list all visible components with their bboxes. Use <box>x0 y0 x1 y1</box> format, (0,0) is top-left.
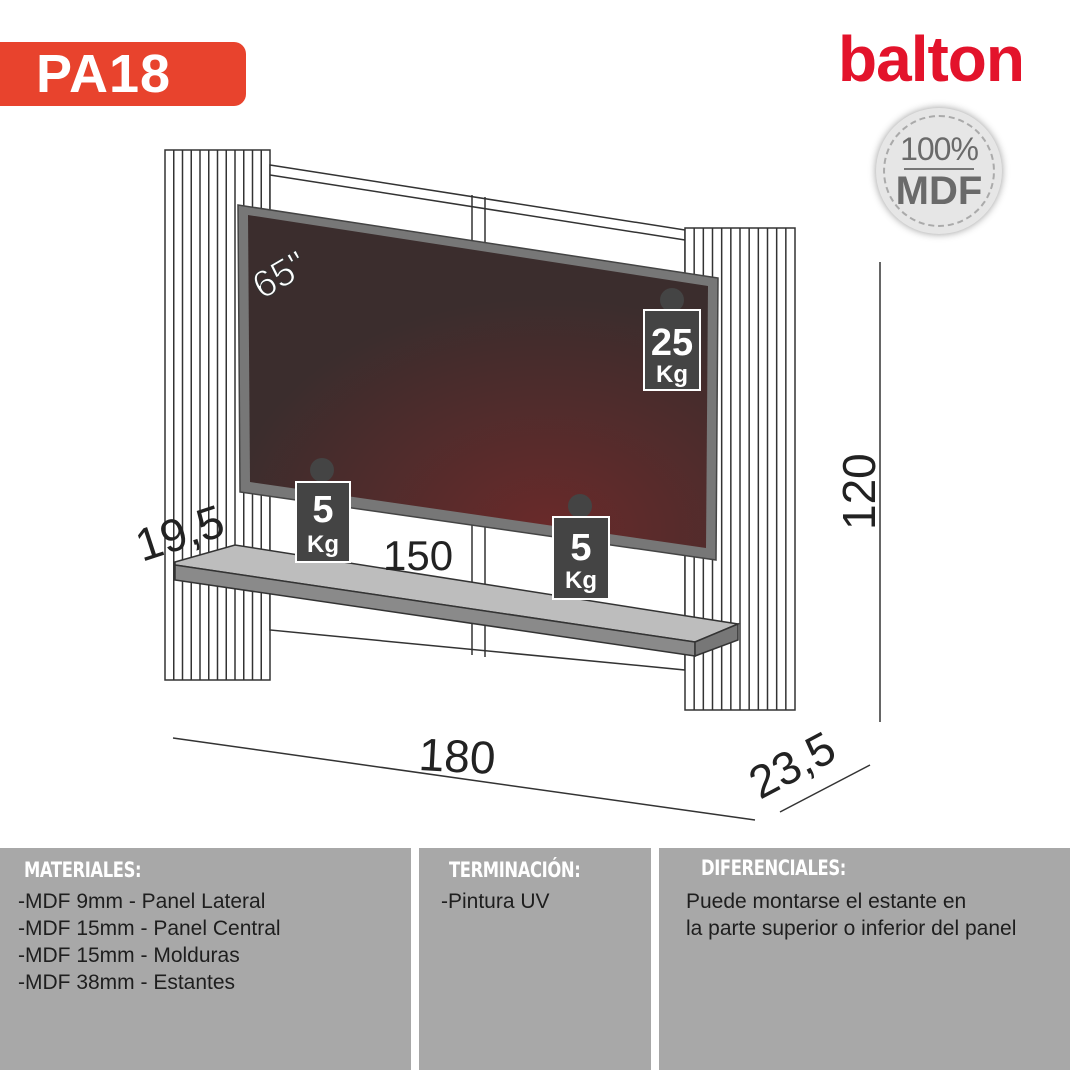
brand-logo: balton <box>838 23 1025 95</box>
material-item: -MDF 9mm - Panel Lateral <box>18 890 266 913</box>
finish-title: TERMINACIÓN: <box>449 858 581 882</box>
height-dimension: 120 <box>833 453 885 530</box>
seal-top: 100% <box>900 131 979 167</box>
feature-line: Puede montarse el estante en <box>686 890 967 913</box>
material-item: -MDF 15mm - Molduras <box>18 944 240 967</box>
materials-title: MATERIALES: <box>24 858 142 882</box>
feature-line: la parte superior o inferior del panel <box>686 917 1017 940</box>
shelf-width-dimension: 150 <box>383 532 453 579</box>
features-title: DIFERENCIALES: <box>701 856 846 880</box>
material-item: -MDF 15mm - Panel Central <box>18 917 281 940</box>
finish-item: -Pintura UV <box>441 890 550 913</box>
weight-tag-5-right: 5 Kg <box>552 494 610 600</box>
weight-unit: Kg <box>656 361 688 388</box>
weight-unit: Kg <box>565 567 597 594</box>
features-section: DIFERENCIALES: Puede montarse el estante… <box>659 848 1070 1070</box>
product-code-badge: PA18 <box>0 42 246 106</box>
finish-section: TERMINACIÓN: -Pintura UV <box>419 848 651 1070</box>
seal-bottom: MDF <box>895 169 983 213</box>
tv: 65" <box>237 204 719 561</box>
weight-tag-5-left: 5 Kg <box>295 458 351 563</box>
width-dimension: 180 <box>417 728 496 784</box>
dimension-lines <box>172 262 881 821</box>
weight-value: 25 <box>651 322 693 364</box>
shelf <box>174 544 741 658</box>
weight-tag-25: 25 Kg <box>643 288 701 391</box>
weight-value: 5 <box>570 527 591 569</box>
materials-section: MATERIALES: -MDF 9mm - Panel Lateral -MD… <box>0 848 411 1070</box>
weight-value: 5 <box>312 489 333 531</box>
mdf-seal: 100% MDF <box>876 108 1002 234</box>
weight-unit: Kg <box>307 531 339 558</box>
material-item: -MDF 38mm - Estantes <box>18 971 236 994</box>
product-diagram: 65" 25 Kg 5 Kg 5 Kg 180 23,5 120 19,5 15… <box>129 149 885 821</box>
depth-dimension: 23,5 <box>740 721 843 809</box>
